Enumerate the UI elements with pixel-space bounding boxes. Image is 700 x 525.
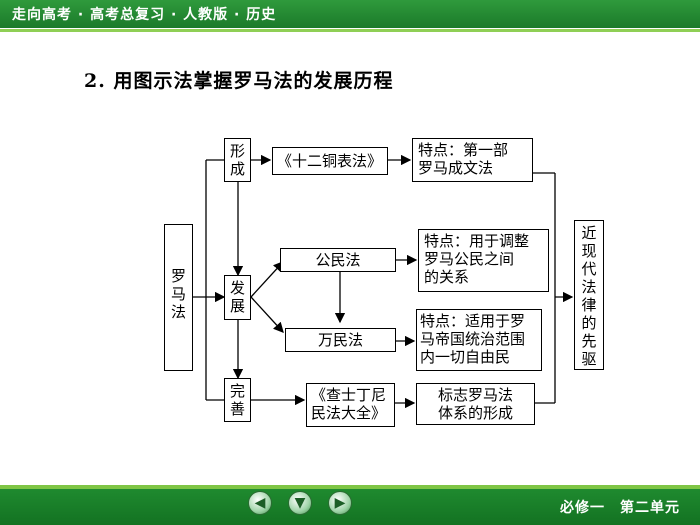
corpus-juris-box: 《查士丁尼 民法大全》 <box>306 383 395 427</box>
arrow-right-icon[interactable]: ▶ <box>328 491 352 515</box>
law-of-nations-box: 万民法 <box>285 328 396 352</box>
arrow-fazhan-civil <box>250 261 284 298</box>
page-heading: 2. 用图示法掌握罗马法的发展历程 <box>84 70 394 92</box>
header-bar: 走向高考 · 高考总复习 · 人教版 · 历史 <box>0 0 700 28</box>
twelve-tables-note-box: 特点：第一部 罗马成文法 <box>412 138 533 182</box>
civil-law-note-box: 特点：用于调整 罗马公民之间 的关系 <box>418 229 549 292</box>
header-title: 走向高考 · 高考总复习 · 人教版 · 历史 <box>12 7 277 23</box>
stage-development-box: 发 展 <box>224 275 251 320</box>
header-divider <box>0 29 700 32</box>
civil-law-box: 公民法 <box>280 248 396 272</box>
arrow-down-icon[interactable]: ▼ <box>288 491 312 515</box>
law-of-nations-note-box: 特点：适用于罗 马帝国统治范围 内一切自由民 <box>416 309 542 371</box>
modern-law-box: 近 现 代 法 律 的 先 驱 <box>574 220 604 370</box>
stage-formation-box: 形 成 <box>224 138 251 182</box>
arrow-left-icon[interactable]: ◀ <box>248 491 272 515</box>
stage-perfection-box: 完 善 <box>224 378 251 422</box>
twelve-tables-box: 《十二铜表法》 <box>272 147 388 175</box>
arrow-fazhan-nations <box>250 296 284 333</box>
footer-unit-label: 必修一 第二单元 <box>560 500 680 516</box>
root-box: 罗 马 法 <box>164 224 193 371</box>
footer-divider <box>0 485 700 489</box>
corpus-note-box: 标志罗马法 体系的形成 <box>416 383 535 425</box>
